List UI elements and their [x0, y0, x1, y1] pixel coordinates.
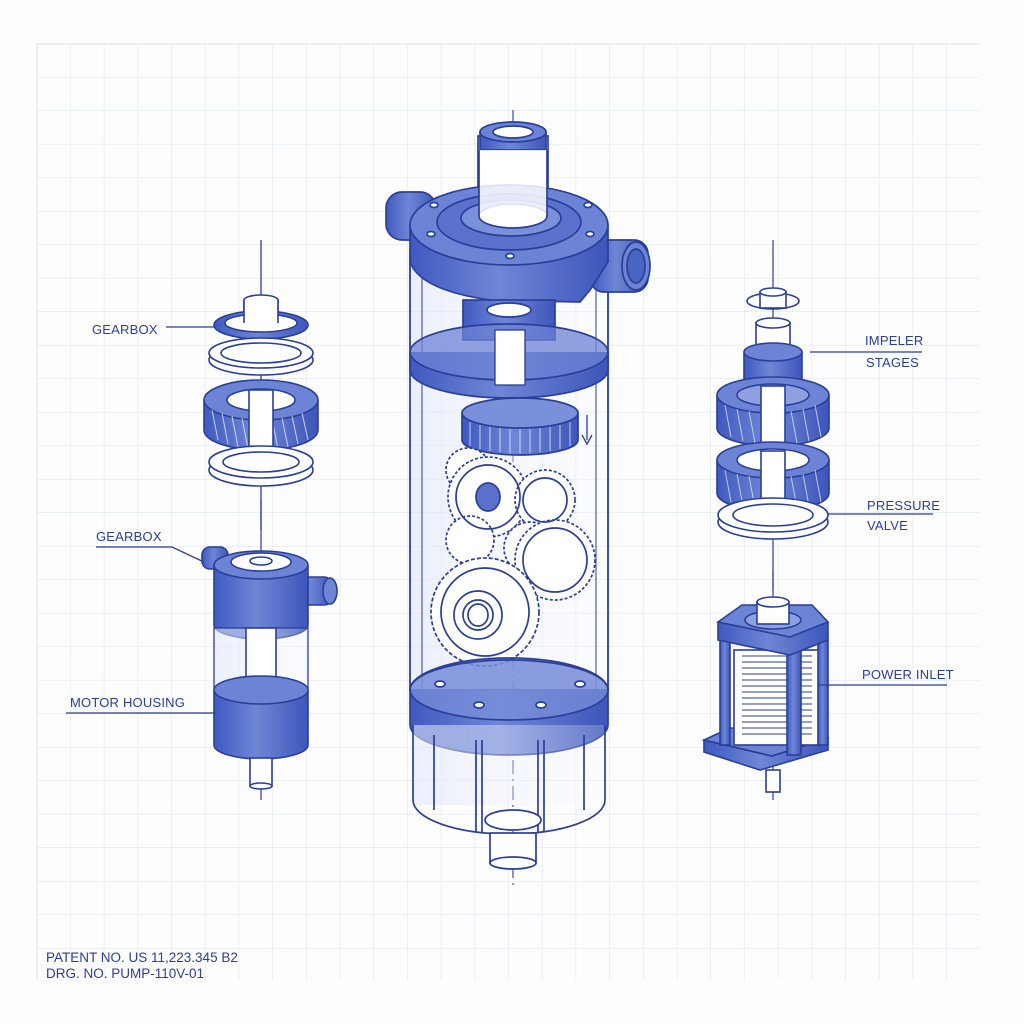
right-impeller — [716, 240, 830, 590]
label-impeller-line1: IMPELER — [865, 333, 924, 348]
label-gearbox-mid: GEARBOX — [96, 529, 162, 544]
patent-number: PATENT NO. US 11,223.345 B2 — [46, 950, 238, 965]
label-pressure-line2: VALVE — [867, 518, 908, 533]
right-motor — [701, 570, 830, 800]
label-power-inlet: POWER INLET — [862, 667, 954, 682]
label-pressure-line1: PRESSURE — [867, 498, 941, 513]
left-housing — [201, 500, 338, 800]
left-gear-stack — [203, 240, 319, 530]
label-gearbox-top: GEARBOX — [92, 322, 158, 337]
label-impeller-line2: STAGES — [866, 355, 919, 370]
drawing-number: DRG. NO. PUMP-110V-01 — [46, 966, 205, 981]
leader-gearbox-mid — [96, 546, 205, 563]
title-block: PATENT NO. US 11,223.345 B2 DRG. NO. PUM… — [46, 950, 238, 982]
label-motor-housing: MOTOR HOUSING — [70, 695, 186, 710]
center-pump — [385, 110, 651, 885]
